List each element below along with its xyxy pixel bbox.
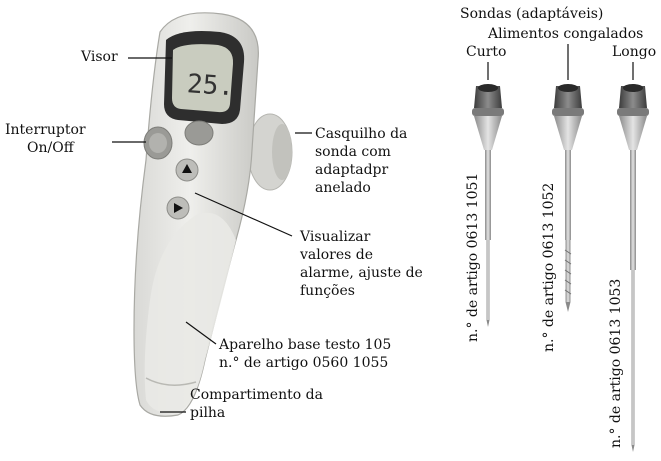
lcd-screen bbox=[172, 44, 234, 113]
function-button[interactable] bbox=[184, 120, 214, 146]
probes-header: Sondas (adaptáveis) bbox=[460, 6, 604, 22]
label-socket-line3: adaptadpr bbox=[315, 162, 389, 178]
battery-compartment bbox=[145, 377, 197, 386]
lcd-reading: 25. bbox=[186, 69, 235, 102]
leader-base bbox=[185, 321, 217, 345]
probe-short bbox=[472, 84, 504, 327]
label-frozen: Alimentos congalados bbox=[488, 26, 644, 42]
label-switch-line1: Interruptor bbox=[5, 122, 86, 138]
label-socket-line4: anelado bbox=[315, 180, 371, 196]
label-socket-line1: Casquilho da bbox=[315, 126, 408, 142]
label-battery-line1: Compartimento da bbox=[190, 387, 323, 403]
article-long: n.° de artigo 0613 1053 bbox=[608, 278, 624, 448]
label-socket-line2: sonda com bbox=[315, 144, 391, 160]
label-base-line2: n.° de artigo 0560 1055 bbox=[219, 355, 389, 371]
article-frozen: n.° de artigo 0613 1052 bbox=[541, 182, 557, 352]
probe-long bbox=[617, 84, 649, 452]
label-short: Curto bbox=[466, 44, 507, 60]
thermometer-device: 25. bbox=[133, 12, 293, 417]
leader-alarm bbox=[194, 192, 293, 237]
label-switch-line2: On/Off bbox=[27, 140, 74, 156]
article-short: n.° de artigo 0613 1051 bbox=[465, 172, 481, 342]
label-alarm-line2: valores de bbox=[300, 247, 374, 263]
label-battery-line2: pilha bbox=[190, 405, 226, 421]
label-alarm-line3: alarme, ajuste de bbox=[300, 265, 423, 281]
label-alarm-line1: Visualizar bbox=[300, 229, 371, 245]
label-alarm-line4: funções bbox=[300, 283, 355, 299]
label-long: Longo bbox=[612, 44, 657, 60]
label-visor: Visor bbox=[81, 49, 118, 65]
probe-frozen bbox=[552, 84, 584, 312]
arrow-down-icon bbox=[174, 203, 183, 213]
label-base-line1: Aparelho base testo 105 bbox=[219, 337, 392, 353]
arrow-up-icon bbox=[182, 164, 192, 173]
